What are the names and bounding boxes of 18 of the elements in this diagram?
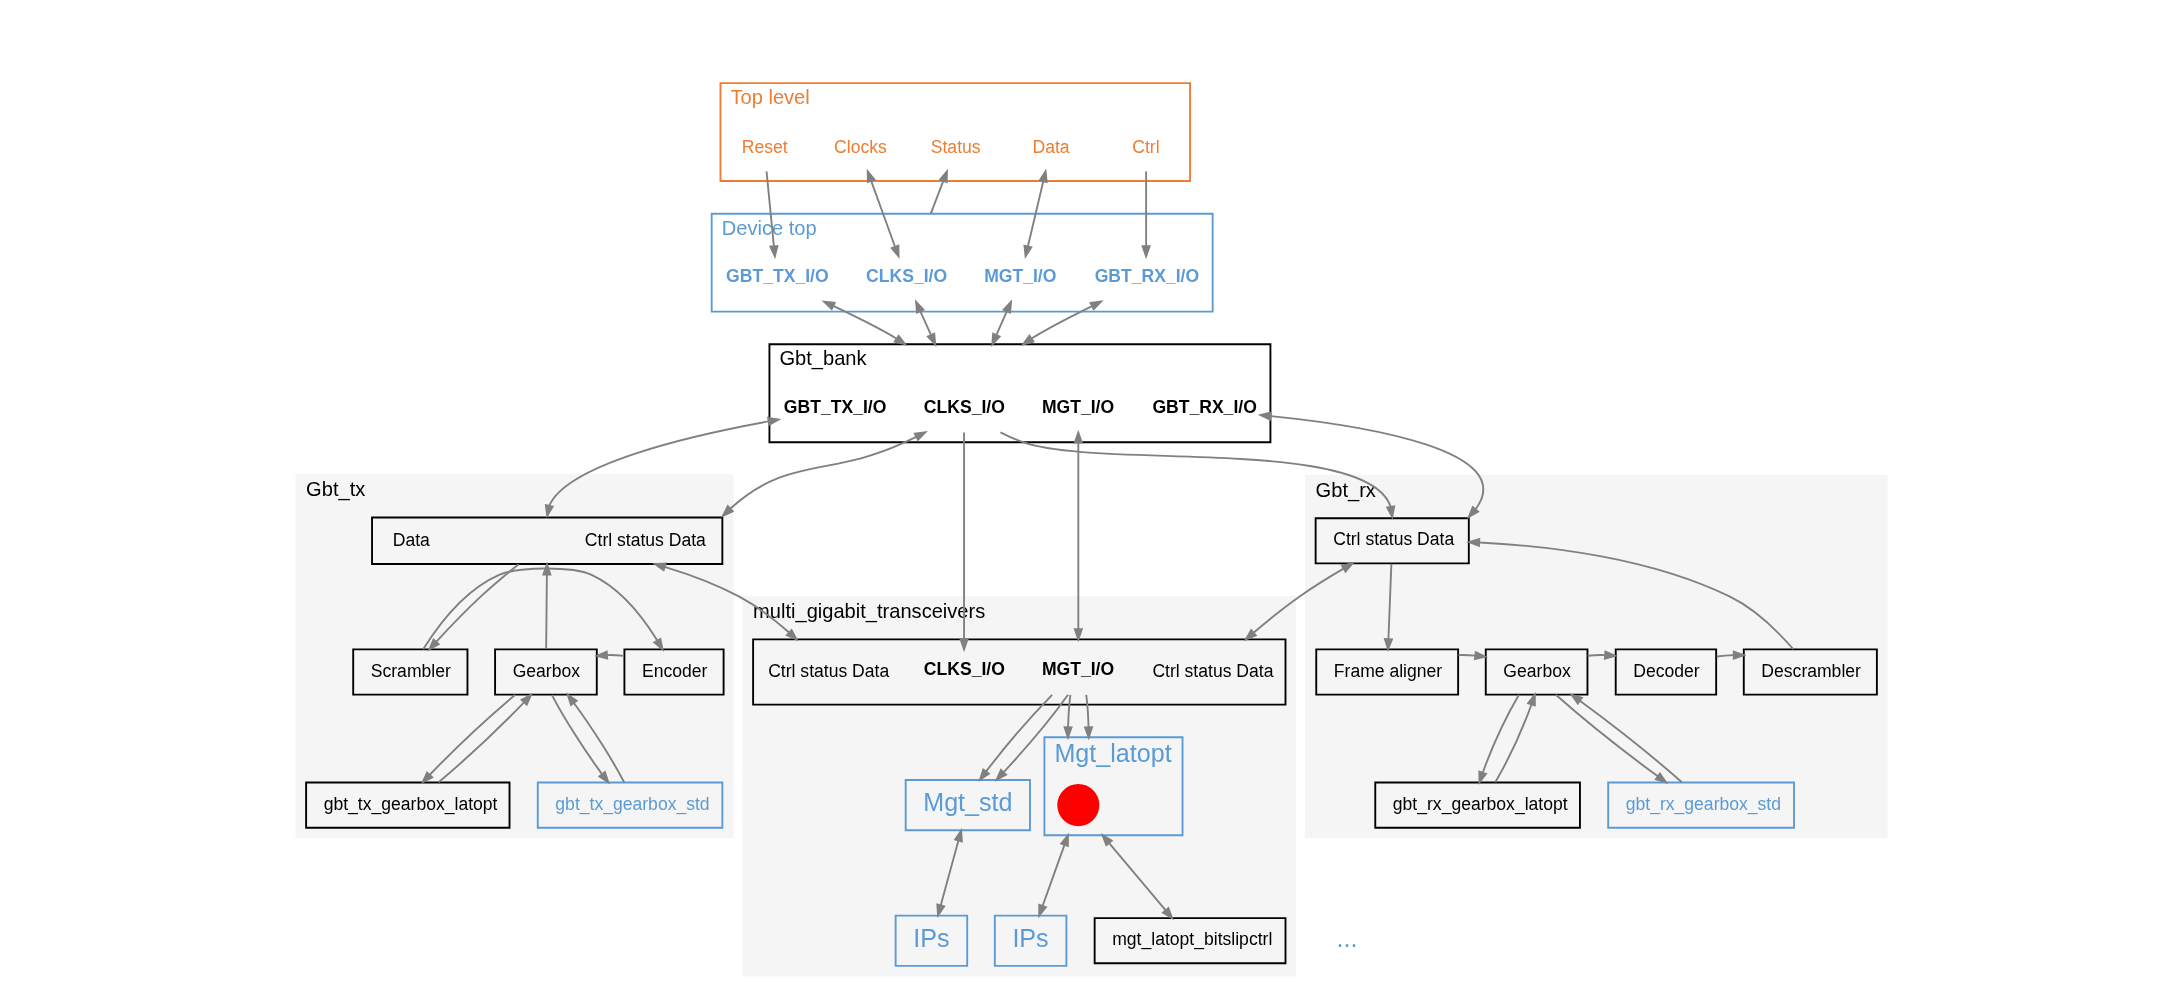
node-text: GBT_TX_I/O bbox=[726, 266, 829, 287]
node-text: MGT_I/O bbox=[984, 266, 1057, 287]
node-text: GBT_RX_I/O bbox=[1094, 266, 1200, 287]
node-text: Ctrl bbox=[1132, 137, 1160, 158]
node-text: Ctrl status Data bbox=[1152, 660, 1274, 681]
node-text: CLKS_I/O bbox=[923, 659, 1005, 680]
node-text: CLKS_I/O bbox=[866, 266, 948, 287]
node-text: GBT_TX_I/O bbox=[783, 396, 887, 417]
node-text: Status bbox=[930, 137, 981, 158]
node-text: Data bbox=[1032, 137, 1070, 158]
node-text: Clocks bbox=[834, 137, 887, 158]
node-text: MGT_I/O bbox=[1041, 659, 1115, 680]
node-text: CLKS_I/O bbox=[923, 396, 1005, 417]
node-text: GBT_RX_I/O bbox=[1152, 396, 1257, 417]
node-text: MGT_I/O bbox=[1041, 396, 1115, 417]
node-text: Reset bbox=[741, 137, 788, 158]
label: ... bbox=[1336, 923, 1358, 952]
node-text: Ctrl status Data bbox=[768, 660, 890, 681]
